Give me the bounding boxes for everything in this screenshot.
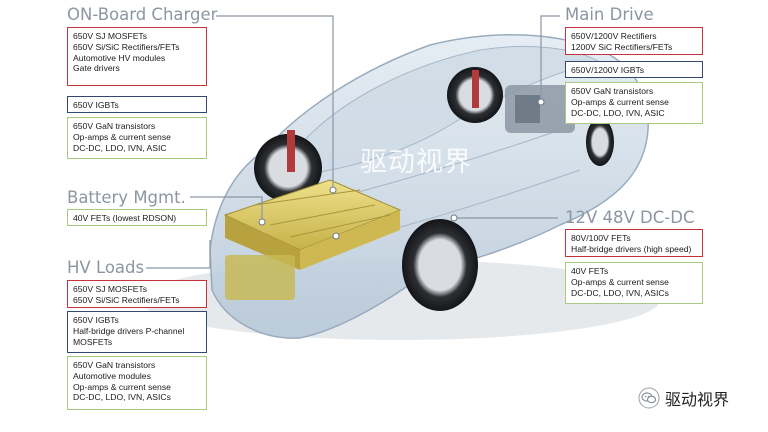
box-line: 40V FETs	[571, 266, 609, 276]
hv-loads-box-2: 650V IGBTs Half-bridge drivers P-channel…	[67, 311, 207, 353]
onboard-charger-box-3: 650V GaN transistors Op-amps & current s…	[67, 117, 207, 159]
front-left-wheel	[402, 219, 478, 311]
box-line: Op-amps & current sense	[73, 131, 171, 142]
hv-loads-unit	[225, 255, 295, 300]
box-line: 650V Si/SiC Rectifiers/FETs	[73, 294, 180, 305]
watermark-text: 驱动视界	[360, 147, 472, 178]
brand-badge: 驱动视界	[638, 386, 729, 410]
battery-mgmt-box-1: 40V FETs (lowest RDSON)	[67, 209, 207, 226]
box-line: Half-bridge drivers P-channel	[73, 325, 185, 336]
main-drive-title: Main Drive	[565, 5, 654, 24]
main-drive-box-2: 650V/1200V IGBTs	[565, 61, 703, 78]
dcdc-title: 12V 48V DC-DC	[565, 208, 695, 227]
box-line: 80V/100V FETs	[571, 233, 631, 243]
box-line: Half-bridge drivers (high speed)	[571, 243, 692, 254]
hv-loads-box-1: 650V SJ MOSFETs 650V Si/SiC Rectifiers/F…	[67, 280, 207, 308]
hv-loads-box-3: 650V GaN transistors Automotive modules …	[67, 356, 207, 410]
box-line: Op-amps & current sense	[73, 381, 171, 392]
box-line: MOSFETs	[73, 336, 113, 347]
box-line: 650V SJ MOSFETs	[73, 31, 148, 41]
box-line: 650V IGBTs	[73, 315, 119, 325]
box-line: DC-DC, LDO, IVN, ASICs	[73, 392, 171, 403]
main-drive-box-1: 650V/1200V Rectifiers 1200V SiC Rectifie…	[565, 27, 703, 55]
box-line: 650V GaN transistors	[73, 121, 156, 131]
box-line: 650V GaN transistors	[73, 360, 156, 370]
dcdc-box-1: 80V/100V FETs Half-bridge drivers (high …	[565, 229, 703, 257]
box-line: DC-DC, LDO, IVN, ASIC	[73, 142, 167, 153]
box-line: 40V FETs (lowest RDSON)	[73, 213, 177, 223]
box-line: Automotive modules	[73, 370, 151, 381]
box-line: Gate drivers	[73, 63, 120, 74]
box-line: Automotive HV modules	[73, 52, 166, 63]
box-line: DC-DC, LDO, IVN, ASICs	[571, 287, 669, 298]
hv-loads-title: HV Loads	[67, 258, 145, 277]
box-line: 650V SJ MOSFETs	[73, 284, 148, 294]
wechat-icon	[638, 387, 660, 409]
onboard-charger-box-1: 650V SJ MOSFETs 650V Si/SiC Rectifiers/F…	[67, 27, 207, 86]
box-line: Op-amps & current sense	[571, 96, 669, 107]
onboard-charger-title: ON-Board Charger	[67, 5, 218, 24]
right-rear-wheel	[586, 118, 614, 166]
brand-text: 驱动视界	[665, 390, 730, 409]
box-line: DC-DC, LDO, IVN, ASIC	[571, 107, 665, 118]
dcdc-box-2: 40V FETs Op-amps & current sense DC-DC, …	[565, 262, 703, 304]
battery-mgmt-title: Battery Mgmt.	[67, 188, 186, 207]
box-line: 650V/1200V Rectifiers	[571, 31, 657, 41]
onboard-charger-box-2: 650V IGBTs	[67, 96, 207, 113]
box-line: 650V/1200V IGBTs	[571, 65, 645, 75]
box-line: 650V GaN transistors	[571, 86, 654, 96]
box-line: 650V IGBTs	[73, 100, 119, 110]
box-line: 650V Si/SiC Rectifiers/FETs	[73, 41, 180, 52]
main-drive-box-3: 650V GaN transistors Op-amps & current s…	[565, 82, 703, 124]
box-line: Op-amps & current sense	[571, 276, 669, 287]
box-line: 1200V SiC Rectifiers/FETs	[571, 41, 673, 52]
